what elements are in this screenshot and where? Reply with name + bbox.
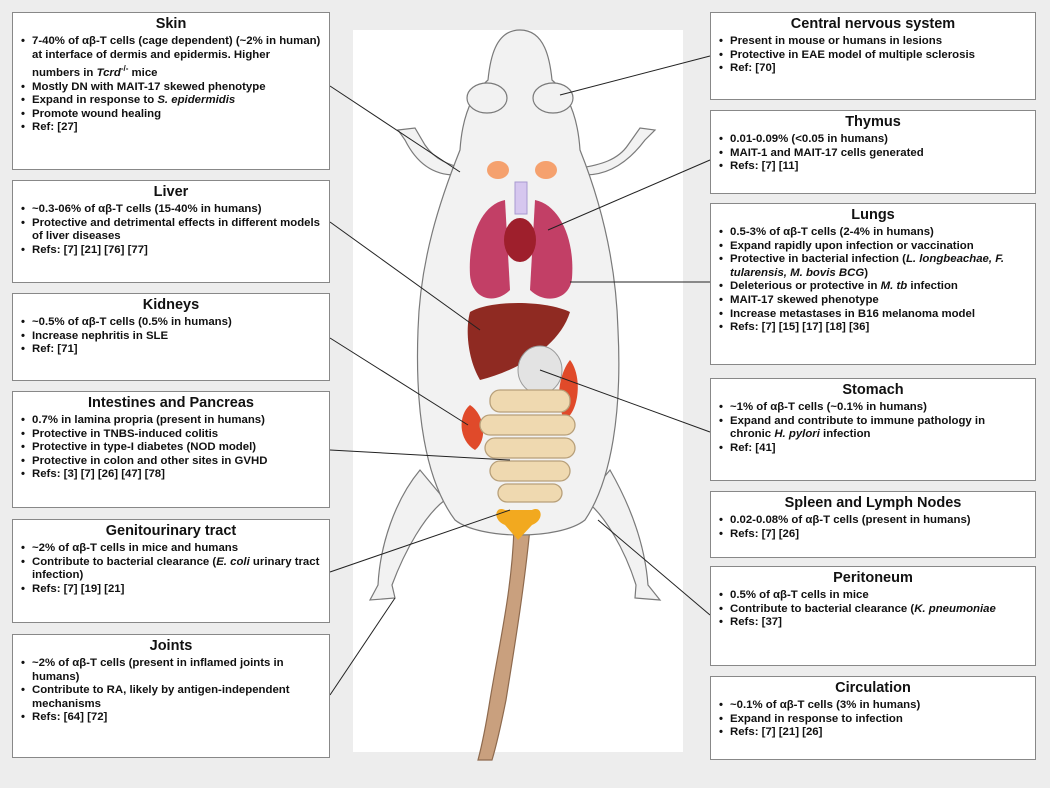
skin-bullet: Ref: [27] <box>21 121 321 135</box>
circulation-bullet: Refs: [7] [21] [26] <box>719 726 1027 740</box>
thymus-list: 0.01-0.09% (<0.05 in humans)MAIT-1 and M… <box>719 133 1027 174</box>
spleen-info-box: Spleen and Lymph Nodes 0.02-0.08% of αβ-… <box>710 491 1036 558</box>
intestines-bullet: Protective in colon and other sites in G… <box>21 455 321 469</box>
lungs-bullet: Deleterious or protective in M. tb infec… <box>719 280 1027 294</box>
intestines-bullet: Refs: [3] [7] [26] [47] [78] <box>21 468 321 482</box>
stomach-bullet: ~1% of αβ-T cells (~0.1% in humans) <box>719 401 1027 415</box>
peritoneum-bullet: 0.5% of αβ-T cells in mice <box>719 589 1027 603</box>
mouse-left-ear <box>466 82 508 114</box>
stomach-bullet: Ref: [41] <box>719 442 1027 456</box>
joints-title: Joints <box>149 638 193 654</box>
lungs-bullet: Expand rapidly upon infection or vaccina… <box>719 240 1027 254</box>
kidneys-info-box: Kidneys ~0.5% of αβ-T cells (0.5% in hum… <box>12 293 330 381</box>
thymus-bullet: 0.01-0.09% (<0.05 in humans) <box>719 133 1027 147</box>
cns-title: Central nervous system <box>790 16 956 32</box>
liver-bullet: ~0.3-06% of αβ-T cells (15-40% in humans… <box>21 203 321 217</box>
intestines-bullet: Protective in type-I diabetes (NOD model… <box>21 441 321 455</box>
lungs-bullet: Protective in bacterial infection (L. lo… <box>719 253 1027 280</box>
thymus-title: Thymus <box>845 114 901 130</box>
skin-bullet: Expand in response to S. epidermidis <box>21 94 321 108</box>
joints-bullet: ~2% of αβ-T cells (present in inflamed j… <box>21 657 321 684</box>
joints-bullet: Refs: [64] [72] <box>21 711 321 725</box>
kidneys-list: ~0.5% of αβ-T cells (0.5% in humans)Incr… <box>21 316 321 357</box>
lungs-bullet: Increase metastases in B16 melanoma mode… <box>719 308 1027 322</box>
mouse-left-hind-leg <box>368 469 446 601</box>
skin-bullet: 7-40% of αβ-T cells (cage dependent) (~2… <box>21 35 321 81</box>
spleen-bullet: Refs: [7] [26] <box>719 528 1027 542</box>
cns-bullet: Ref: [70] <box>719 62 1027 76</box>
circulation-title: Circulation <box>835 680 911 696</box>
genitourinary-bullet: Refs: [7] [19] [21] <box>21 583 321 597</box>
kidneys-title: Kidneys <box>142 297 200 313</box>
peritoneum-info-box: Peritoneum 0.5% of αβ-T cells in miceCon… <box>710 566 1036 666</box>
kidneys-bullet: ~0.5% of αβ-T cells (0.5% in humans) <box>21 316 321 330</box>
skin-list: 7-40% of αβ-T cells (cage dependent) (~2… <box>21 35 321 135</box>
lungs-title: Lungs <box>851 207 895 223</box>
stomach-info-box: Stomach ~1% of αβ-T cells (~0.1% in huma… <box>710 378 1036 481</box>
genitourinary-bullet: ~2% of αβ-T cells in mice and humans <box>21 542 321 556</box>
cns-bullet: Protective in EAE model of multiple scle… <box>719 49 1027 63</box>
mouse-body <box>416 29 620 536</box>
joints-list: ~2% of αβ-T cells (present in inflamed j… <box>21 657 321 725</box>
lungs-bullet: 0.5-3% of αβ-T cells (2-4% in humans) <box>719 226 1027 240</box>
skin-bullet: Promote wound healing <box>21 108 321 122</box>
liver-bullet: Protective and detrimental effects in di… <box>21 217 321 244</box>
genitourinary-bullet: Contribute to bacterial clearance (E. co… <box>21 556 321 583</box>
intestines-bullet: Protective in TNBS-induced colitis <box>21 428 321 442</box>
cns-bullet: Present in mouse or humans in lesions <box>719 35 1027 49</box>
stomach-bullet: Expand and contribute to immune patholog… <box>719 415 1027 442</box>
circulation-list: ~0.1% of αβ-T cells (3% in humans)Expand… <box>719 699 1027 740</box>
skin-bullet: Mostly DN with MAIT-17 skewed phenotype <box>21 81 321 95</box>
peritoneum-bullet: Contribute to bacterial clearance (K. pn… <box>719 603 1027 617</box>
spleen-bullet: 0.02-0.08% of αβ-T cells (present in hum… <box>719 514 1027 528</box>
stomach-title: Stomach <box>842 382 904 398</box>
peritoneum-bullet: Refs: [37] <box>719 616 1027 630</box>
cns-info-box: Central nervous system Present in mouse … <box>710 12 1036 100</box>
skin-info-box: Skin 7-40% of αβ-T cells (cage dependent… <box>12 12 330 170</box>
peritoneum-title: Peritoneum <box>833 570 913 586</box>
liver-bullet: Refs: [7] [21] [76] [77] <box>21 244 321 258</box>
mouse-tail <box>477 527 531 761</box>
thymus-organ <box>487 161 509 179</box>
thymus-info-box: Thymus 0.01-0.09% (<0.05 in humans)MAIT-… <box>710 110 1036 194</box>
circulation-info-box: Circulation ~0.1% of αβ-T cells (3% in h… <box>710 676 1036 760</box>
thymus-organ-right <box>535 161 557 179</box>
lungs-bullet: Refs: [7] [15] [17] [18] [36] <box>719 321 1027 335</box>
lungs-bullet: MAIT-17 skewed phenotype <box>719 294 1027 308</box>
spleen-list: 0.02-0.08% of αβ-T cells (present in hum… <box>719 514 1027 541</box>
liver-title: Liver <box>153 184 189 200</box>
stomach <box>517 345 563 395</box>
intestines-list: 0.7% in lamina propria (present in human… <box>21 414 321 482</box>
skin-title: Skin <box>155 16 187 32</box>
liver <box>467 303 570 380</box>
mouse-right-ear <box>532 82 574 114</box>
trachea <box>514 181 528 215</box>
cns-list: Present in mouse or humans in lesionsPro… <box>719 35 1027 76</box>
kidneys-bullet: Increase nephritis in SLE <box>21 330 321 344</box>
lungs-list: 0.5-3% of αβ-T cells (2-4% in humans)Exp… <box>719 226 1027 335</box>
thymus-bullet: MAIT-1 and MAIT-17 cells generated <box>719 147 1027 161</box>
genitourinary-info-box: Genitourinary tract ~2% of αβ-T cells in… <box>12 519 330 623</box>
spleen-title: Spleen and Lymph Nodes <box>784 495 962 511</box>
intestines-info-box: Intestines and Pancreas 0.7% in lamina p… <box>12 391 330 508</box>
intestines-title: Intestines and Pancreas <box>87 395 254 411</box>
lungs-info-box: Lungs 0.5-3% of αβ-T cells (2-4% in huma… <box>710 203 1036 365</box>
thymus-bullet: Refs: [7] [11] <box>719 160 1027 174</box>
genitourinary-list: ~2% of αβ-T cells in mice and humansCont… <box>21 542 321 596</box>
circulation-bullet: ~0.1% of αβ-T cells (3% in humans) <box>719 699 1027 713</box>
mouse-right-front-leg <box>578 127 657 176</box>
intestines-bullet: 0.7% in lamina propria (present in human… <box>21 414 321 428</box>
joints-bullet: Contribute to RA, likely by antigen-inde… <box>21 684 321 711</box>
genitourinary-title: Genitourinary tract <box>105 523 237 539</box>
circulation-bullet: Expand in response to infection <box>719 713 1027 727</box>
liver-info-box: Liver ~0.3-06% of αβ-T cells (15-40% in … <box>12 180 330 283</box>
heart <box>504 218 536 262</box>
kidneys-bullet: Ref: [71] <box>21 343 321 357</box>
stomach-list: ~1% of αβ-T cells (~0.1% in humans)Expan… <box>719 401 1027 455</box>
joints-info-box: Joints ~2% of αβ-T cells (present in inf… <box>12 634 330 758</box>
peritoneum-list: 0.5% of αβ-T cells in miceContribute to … <box>719 589 1027 630</box>
liver-list: ~0.3-06% of αβ-T cells (15-40% in humans… <box>21 203 321 257</box>
